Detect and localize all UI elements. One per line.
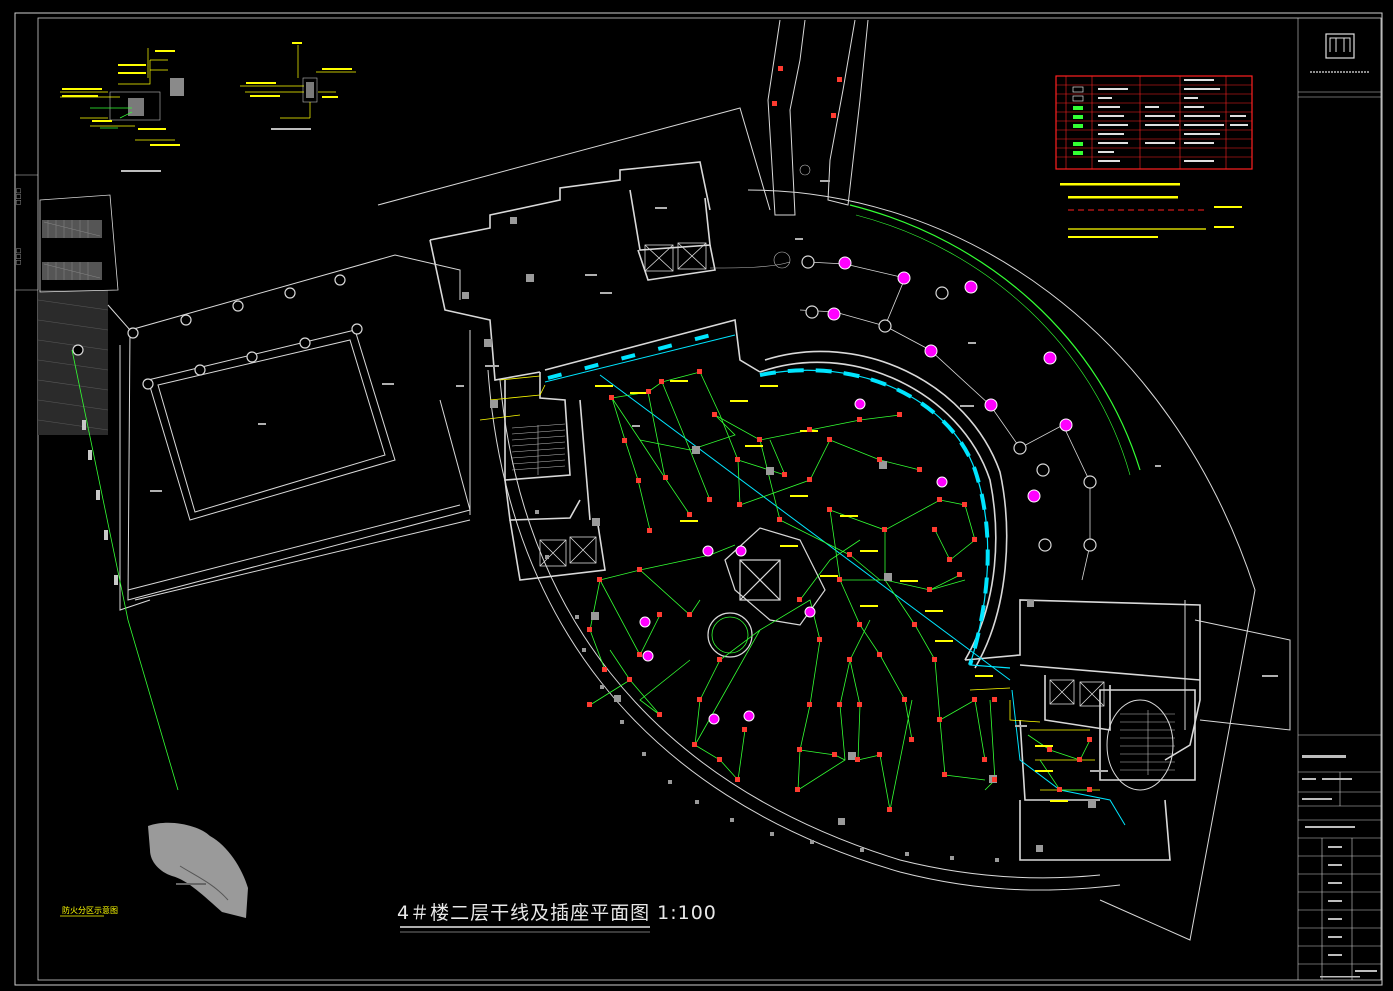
grey-fixtures: [462, 217, 1096, 852]
round-stair: [1106, 699, 1174, 791]
left-margin-labels: □□□ □□□: [15, 188, 22, 265]
cable-tray: [544, 328, 1126, 826]
detail-callout-1: [60, 48, 184, 172]
road-markers: [772, 66, 842, 118]
outer-arc-feeder: [849, 204, 1141, 476]
legend-table: [1055, 75, 1253, 238]
courtyard-columns: [72, 274, 363, 390]
title-block-text: [1302, 755, 1377, 978]
title-block: [1297, 18, 1381, 980]
exterior-strip: [37, 194, 119, 435]
drawing-title: 4＃楼二层干线及插座平面图 1:100: [397, 902, 717, 924]
svg-text:□□□: □□□: [15, 248, 22, 265]
socket-symbols: [587, 369, 1092, 812]
vertical-feeder-labels: [82, 420, 118, 585]
building-outline: [377, 19, 1291, 941]
stairs: [511, 423, 1175, 775]
title-underline: [400, 926, 650, 933]
magenta-fixtures: [639, 256, 1073, 725]
sheet-border: [14, 12, 1383, 986]
key-plan-label: 防火分区示意图: [62, 906, 118, 915]
detail-callout-2: [240, 42, 356, 130]
company-logo: [1310, 33, 1370, 73]
circuit-labels: [595, 380, 1068, 802]
perimeter-columns: [535, 510, 999, 862]
key-plan: [60, 822, 248, 918]
left-wing-walls: [107, 254, 471, 611]
vertical-feeder: [71, 349, 179, 791]
outer-columns: [801, 255, 1097, 552]
left-margin-ticks: [15, 174, 38, 291]
svg-text:□□□: □□□: [15, 188, 22, 205]
elevator-shafts: [539, 242, 1105, 707]
room-labels: [150, 180, 1278, 772]
entrance-steps: [709, 164, 811, 269]
interior-walls: [429, 161, 1201, 861]
